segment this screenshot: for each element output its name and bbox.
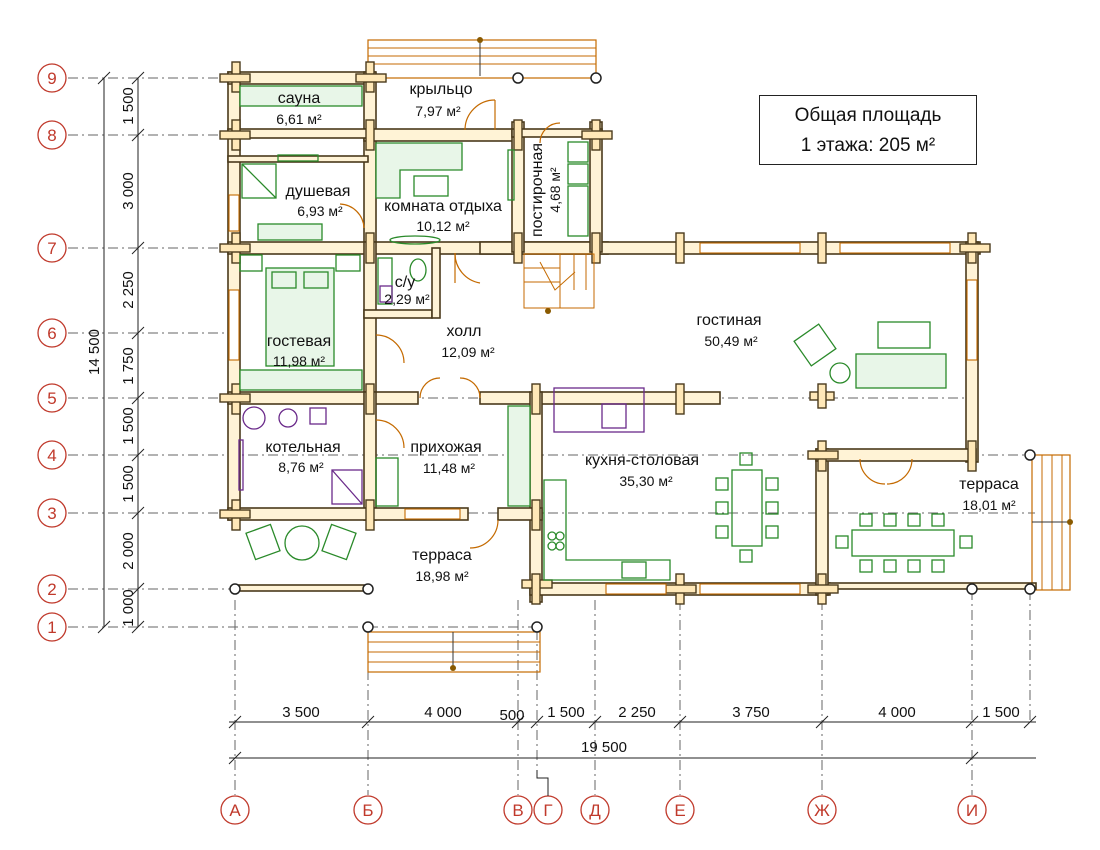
- dim-v-5: 1 500: [120, 407, 137, 445]
- room-area-shower: 6,93 м²: [297, 203, 343, 219]
- room-area-terrace-south: 18,98 м²: [415, 568, 469, 584]
- room-name-living: гостиная: [696, 312, 761, 329]
- room-area-porch: 7,97 м²: [415, 103, 461, 119]
- room-area-guest: 11,98 м²: [273, 353, 326, 369]
- room-name-guest: гостевая: [267, 333, 331, 350]
- room-name-terrace-south: терраса: [412, 547, 472, 564]
- col-axis-v: В: [512, 801, 523, 820]
- row-axis-4: 4: [47, 446, 56, 465]
- dim-v-6: 1 500: [120, 465, 137, 503]
- col-axis-e: Е: [674, 801, 685, 820]
- dim-h-1: 3 500: [282, 704, 320, 721]
- dim-h-3: 500: [499, 707, 524, 724]
- total-area-line2: 1 этажа: 205 м²: [800, 135, 936, 156]
- room-area-sauna: 6,61 м²: [276, 111, 322, 127]
- porch-steps: [367, 37, 1073, 673]
- room-name-hall: холл: [446, 323, 481, 340]
- row-axis-markers: 9 8 7 6 5 4 3 2 1: [37, 63, 67, 642]
- room-area-boiler: 8,76 м²: [278, 459, 324, 475]
- total-area-box: Общая площадь 1 этажа: 205 м²: [759, 95, 977, 165]
- room-area-kitchen: 35,30 м²: [619, 473, 673, 489]
- room-name-laundry: постирочная: [529, 143, 546, 237]
- room-name-boiler: котельная: [265, 439, 340, 456]
- room-area-wc: 2,29 м²: [384, 291, 430, 307]
- row-axis-6: 6: [47, 324, 56, 343]
- col-axis-markers: А Б В Г Д Е Ж И: [220, 770, 987, 825]
- row-axis-5: 5: [47, 389, 56, 408]
- row-axis-1: 1: [47, 618, 56, 637]
- room-area-lounge: 10,12 м²: [416, 218, 470, 234]
- col-axis-d: Д: [589, 801, 601, 820]
- doors: [339, 99, 913, 549]
- dim-v-1: 1 500: [120, 87, 137, 125]
- dim-h-8: 1 500: [982, 704, 1020, 721]
- posts: [229, 72, 1036, 633]
- staircase: [523, 253, 595, 314]
- col-axis-b: Б: [362, 801, 373, 820]
- log-joints: [219, 61, 991, 605]
- total-area-line1: Общая площадь: [794, 105, 942, 126]
- room-area-hall: 12,09 м²: [441, 344, 495, 360]
- room-area-entrance: 11,48 м²: [423, 460, 476, 476]
- row-axis-8: 8: [47, 126, 56, 145]
- horizontal-dimensions: 3 500 4 000 500 1 500 2 250 3 750 4 000 …: [228, 704, 1037, 765]
- room-name-shower: душевая: [286, 183, 351, 200]
- col-axis-lines: [234, 590, 1031, 795]
- room-name-kitchen: кухня-столовая: [585, 452, 699, 469]
- dim-h-7: 4 000: [878, 704, 916, 721]
- dim-h-total: 19 500: [581, 739, 627, 756]
- dim-v-4: 1 750: [120, 347, 137, 385]
- row-axis-9: 9: [47, 69, 56, 88]
- dim-h-2: 4 000: [424, 704, 462, 721]
- dim-v-3: 2 250: [120, 271, 137, 309]
- dim-v-8: 1 000: [120, 589, 137, 627]
- room-name-terrace-east: терраса: [959, 476, 1019, 493]
- room-name-entrance: прихожая: [410, 439, 481, 456]
- dim-h-4: 1 500: [547, 704, 585, 721]
- dim-v-total: 14 500: [86, 329, 103, 375]
- vertical-dimensions: 1 500 3 000 2 250 1 750 1 500 1 500 2 00…: [86, 71, 145, 634]
- room-area-terrace-east: 18,01 м²: [962, 497, 1016, 513]
- row-axis-3: 3: [47, 504, 56, 523]
- col-axis-i: И: [966, 801, 978, 820]
- dim-v-2: 3 000: [120, 172, 137, 210]
- furniture: [238, 85, 973, 581]
- row-axis-2: 2: [47, 580, 56, 599]
- dim-h-5: 2 250: [618, 704, 656, 721]
- room-name-porch: крыльцо: [410, 81, 473, 98]
- dim-v-7: 2 000: [120, 532, 137, 570]
- room-name-lounge: комната отдыха: [384, 198, 502, 215]
- room-area-laundry: 4,68 м²: [547, 167, 563, 213]
- dim-h-6: 3 750: [732, 704, 770, 721]
- col-axis-a: А: [229, 801, 241, 820]
- walls: [227, 71, 1037, 603]
- col-axis-zh: Ж: [814, 801, 830, 820]
- room-area-living: 50,49 м²: [704, 333, 758, 349]
- col-axis-g: Г: [543, 801, 552, 820]
- room-name-sauna: сауна: [278, 90, 321, 107]
- room-name-wc: с/у: [395, 274, 415, 291]
- room-labels: сауна 6,61 м² крыльцо 7,97 м² душевая 6,…: [265, 81, 1019, 584]
- row-axis-lines: [68, 77, 1035, 628]
- windows: [228, 194, 978, 595]
- row-axis-7: 7: [47, 239, 56, 258]
